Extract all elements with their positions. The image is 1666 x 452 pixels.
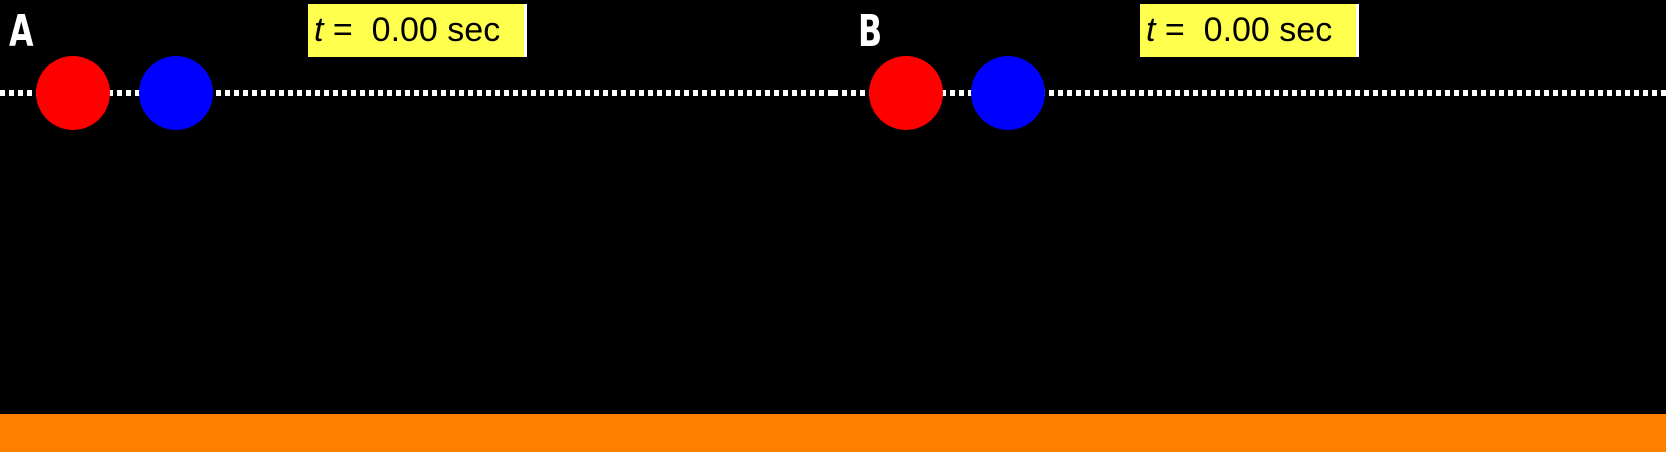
time-variable: t [1146,11,1156,49]
ground-strip [0,414,1666,452]
panel-label: B [858,6,883,57]
time-readout: t = 0.00 sec [308,4,527,57]
time-equals: = [323,11,363,49]
time-value: 0.00 [1203,11,1270,49]
dotted-track [0,90,833,96]
time-readout: t = 0.00 sec [1140,4,1359,57]
time-variable: t [314,11,324,49]
panel-b: B t = 0.00 sec [833,0,1666,414]
panel-label: A [9,6,34,57]
time-equals: = [1155,11,1195,49]
time-unit: sec [447,11,501,49]
red-ball [869,56,943,130]
time-unit: sec [1279,11,1333,49]
time-value: 0.00 [371,11,438,49]
panel-a: A t = 0.00 sec [0,0,833,414]
blue-ball [971,56,1045,130]
red-ball [36,56,110,130]
blue-ball [139,56,213,130]
dotted-track [833,90,1666,96]
